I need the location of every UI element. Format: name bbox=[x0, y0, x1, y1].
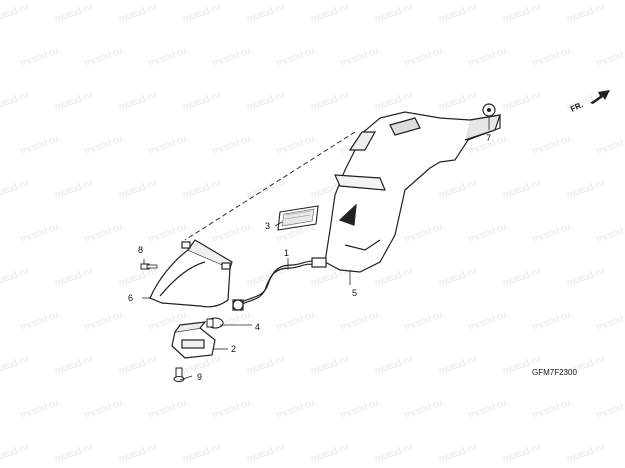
assembly-dashed-line bbox=[184, 131, 356, 241]
callout-5: 5 bbox=[352, 288, 357, 298]
callout-8: 8 bbox=[138, 245, 143, 255]
callout-2: 2 bbox=[231, 344, 236, 354]
wire-harness-part-1 bbox=[232, 257, 327, 311]
callout-4: 4 bbox=[255, 322, 260, 332]
callout-7: 7 bbox=[486, 133, 491, 143]
license-bracket-part-6 bbox=[149, 239, 233, 308]
reflector-part-3 bbox=[277, 205, 319, 231]
callout-1: 1 bbox=[284, 248, 289, 258]
callout-6: 6 bbox=[128, 293, 133, 303]
callout-9: 9 bbox=[197, 372, 202, 382]
grommet-part-7 bbox=[482, 103, 496, 117]
license-light-part-2 bbox=[171, 321, 216, 359]
callout-3: 3 bbox=[265, 221, 270, 231]
diagram-code: GFM7F2300 bbox=[532, 368, 577, 377]
bolt-part-9 bbox=[173, 367, 185, 382]
front-label: FR. bbox=[569, 100, 584, 114]
rear-fender bbox=[324, 111, 501, 273]
bolt-part-8 bbox=[140, 263, 158, 270]
leader-lines bbox=[142, 117, 490, 381]
front-direction-arrow: FR. bbox=[569, 90, 610, 114]
bulb-part-4 bbox=[206, 317, 224, 329]
